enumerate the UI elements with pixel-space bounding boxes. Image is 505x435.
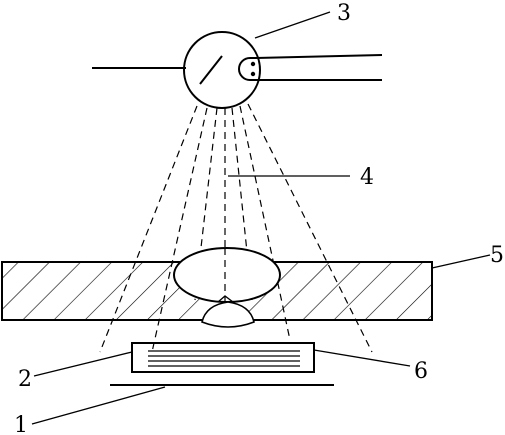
workpiece-plate — [1, 247, 433, 328]
root-defect — [201, 301, 255, 328]
tube-switch-mark — [199, 55, 223, 85]
tube-body — [183, 31, 261, 109]
tube-window-dot-2 — [250, 71, 256, 77]
tube-window-socket — [238, 57, 256, 81]
label-5: 5 — [490, 243, 504, 268]
tube-window-dot-1 — [250, 61, 256, 67]
film-cassette — [131, 342, 315, 373]
label-3: 3 — [337, 1, 351, 26]
label-2: 2 — [18, 367, 32, 392]
label-6: 6 — [414, 359, 428, 384]
xray-tube — [92, 31, 383, 109]
label-1: 1 — [14, 413, 28, 435]
label-4: 4 — [360, 165, 374, 190]
leader-lines — [31, 11, 491, 425]
cable-right-upper — [255, 54, 383, 59]
internal-defect — [173, 247, 281, 303]
